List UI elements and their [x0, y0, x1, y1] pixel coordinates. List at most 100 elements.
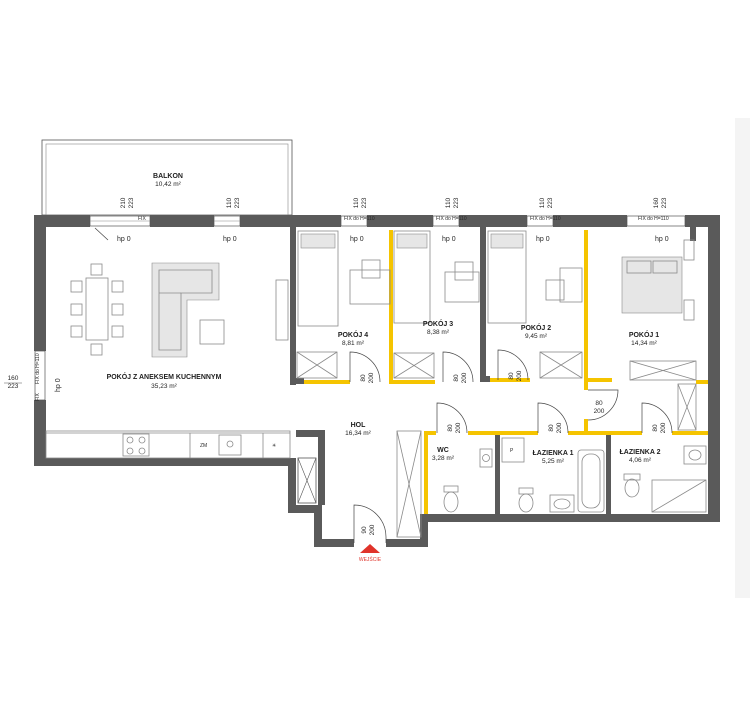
- door-height: 200: [516, 370, 523, 381]
- fan-icon: ✳: [272, 443, 276, 449]
- cooktop: [122, 433, 150, 457]
- window-height: 223: [128, 197, 135, 208]
- salon-area: 35,23 m²: [151, 383, 177, 390]
- balkon-area: 10,42 m²: [155, 181, 181, 188]
- door-height: 200: [369, 524, 376, 535]
- window-width: 110: [445, 197, 452, 208]
- hol-name: HOL: [351, 422, 367, 429]
- door-width: 90: [361, 526, 368, 534]
- balkon-name: BALKON: [153, 173, 183, 180]
- window-pokoj3[interactable]: FIX do H=110 110 223 hp 0: [432, 197, 467, 243]
- window-fix-note: FIX: [138, 216, 146, 222]
- door-entrance[interactable]: 90 200: [353, 504, 387, 543]
- window-height: 223: [453, 197, 460, 208]
- window-salon-side[interactable]: FIX do H=110 FIX 160 223 hp 0: [4, 350, 62, 401]
- door-height: 200: [455, 422, 462, 433]
- dining-table: [70, 263, 124, 356]
- window-fix-note: FIX do H=110: [436, 216, 467, 222]
- door-lazienka2[interactable]: 80 200: [641, 402, 673, 433]
- window-height: 223: [361, 197, 368, 208]
- window-hp: hp 0: [223, 236, 237, 243]
- internal-walls: [290, 227, 696, 515]
- entrance-label: WEJŚCIE: [359, 555, 382, 563]
- lazienka1-area: 5,25 m²: [542, 458, 565, 465]
- page-edge-strip: [735, 118, 750, 598]
- door-pokoj4[interactable]: 80 200: [349, 351, 381, 383]
- pokoj2-furniture: [487, 230, 583, 379]
- entrance-marker: WEJŚCIE: [359, 544, 382, 563]
- window-fix-note: FIX do H=110: [344, 216, 375, 222]
- balcony: BALKON 10,42 m²: [41, 139, 293, 216]
- kitchen-sink: [218, 434, 242, 456]
- window-hp: hp 0: [55, 378, 62, 392]
- lazienka2-name: ŁAZIENKA 2: [620, 449, 661, 456]
- window-hp: hp 0: [655, 236, 669, 243]
- pokoj3-name: POKÓJ 3: [423, 319, 453, 328]
- door-height: 200: [461, 372, 468, 383]
- window-width: 210: [120, 197, 127, 208]
- lazienka1-fixtures: P: [501, 437, 605, 513]
- wc-area: 3,28 m²: [432, 455, 455, 462]
- door-height: 200: [594, 408, 605, 415]
- door-closet[interactable]: 80 200: [587, 389, 619, 421]
- window-hp: hp 0: [536, 236, 550, 243]
- lazienka2-area: 4,06 m²: [629, 457, 652, 464]
- hall-wardrobe: [396, 430, 422, 538]
- door-width: 80: [360, 374, 367, 382]
- door-lazienka1[interactable]: 80 200: [537, 402, 569, 433]
- window-height: 223: [661, 197, 668, 208]
- fridge-label: ZM: [200, 443, 207, 449]
- door-wc[interactable]: 80 200: [436, 402, 468, 433]
- window-pokoj4[interactable]: FIX do H=110 110 223 hp 0: [340, 197, 375, 243]
- window-fix: FIX: [35, 393, 41, 401]
- wc-name: WC: [437, 447, 449, 454]
- window-pokoj1[interactable]: FIX do H=110 160 223 hp 0: [626, 197, 686, 243]
- door-pokoj2[interactable]: 80 200: [497, 349, 529, 381]
- door-width: 80: [548, 424, 555, 432]
- outer-walls: [34, 215, 720, 547]
- door-pokoj3[interactable]: 80 200: [442, 351, 474, 383]
- pokoj2-name: POKÓJ 2: [521, 323, 551, 332]
- pokoj2-area: 9,45 m²: [525, 333, 548, 340]
- door-height: 200: [556, 422, 563, 433]
- entrance-arrow-icon: [360, 544, 380, 553]
- corner-sofa: [151, 262, 289, 358]
- window-hp: hp 0: [350, 236, 364, 243]
- window-pokoj2[interactable]: FIX do H=110 110 223 hp 0: [526, 197, 561, 243]
- door-width: 80: [652, 424, 659, 432]
- window-width: 160: [653, 197, 660, 208]
- washer-label: P: [510, 448, 514, 454]
- window-height: 223: [234, 197, 241, 208]
- pokoj3-furniture: [393, 230, 480, 379]
- wc-fixtures: [443, 448, 493, 513]
- window-hp: hp 0: [442, 236, 456, 243]
- pokoj4-furniture: [296, 230, 391, 379]
- pokoj4-name: POKÓJ 4: [338, 330, 368, 339]
- pokoj4-area: 8,81 m²: [342, 340, 365, 347]
- door-height: 200: [660, 422, 667, 433]
- pokoj1-area: 14,34 m²: [631, 340, 657, 347]
- window-fix-note: FIX do H=110: [638, 216, 669, 222]
- window-width: 110: [226, 197, 233, 208]
- window-fix-note: FIX do H=110: [35, 353, 41, 384]
- door-height: 200: [368, 372, 375, 383]
- window-width: 110: [353, 197, 360, 208]
- window-salon-right[interactable]: 110 223 hp 0: [213, 197, 241, 243]
- hol-area: 16,34 m²: [345, 430, 371, 437]
- new-walls: [304, 230, 708, 514]
- window-height: 223: [8, 383, 19, 390]
- pokoj1-name: POKÓJ 1: [629, 330, 659, 339]
- pokoj1-furniture: [621, 239, 697, 431]
- window-hp: hp 0: [117, 236, 131, 243]
- window-width: 160: [8, 375, 19, 382]
- door-width: 80: [453, 374, 460, 382]
- door-width: 80: [447, 424, 454, 432]
- door-width: 80: [595, 400, 603, 407]
- window-fix-note: FIX do H=110: [530, 216, 561, 222]
- lazienka2-fixtures: [623, 445, 707, 513]
- window-salon-left[interactable]: FIX 210 223 hp 0: [89, 197, 151, 243]
- salon-name: POKÓJ Z ANEKSEM KUCHENNYM: [107, 372, 222, 381]
- kitchen-counter: ZM ✳: [45, 430, 291, 459]
- window-width: 110: [539, 197, 546, 208]
